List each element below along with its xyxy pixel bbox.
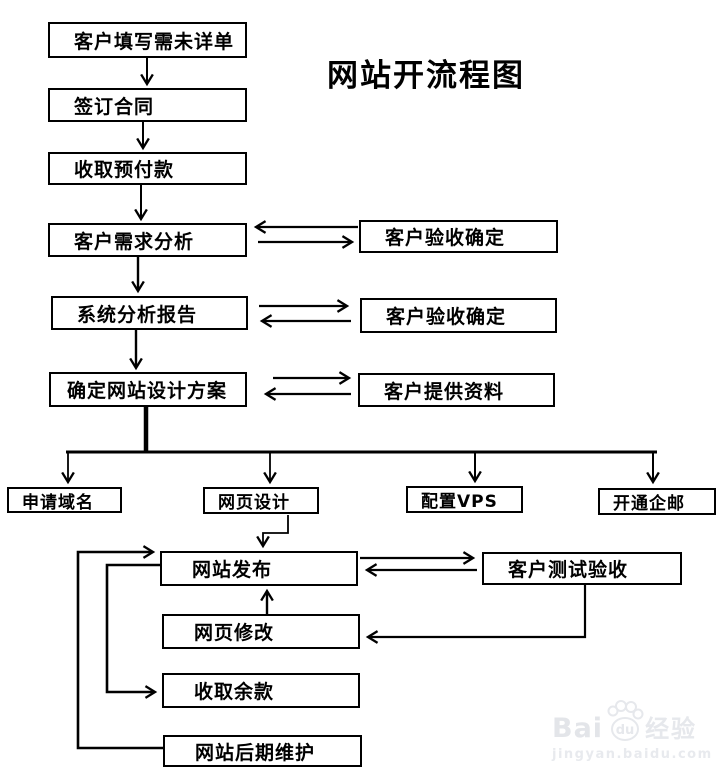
- flow-box-provide-materials: 客户提供资料: [358, 373, 555, 407]
- flow-box-page-modify: 网页修改: [162, 614, 360, 649]
- flow-box-config-vps: 配置VPS: [406, 486, 523, 513]
- watermark-jingyan-text: 经验: [645, 715, 698, 743]
- flow-box-site-publish: 网站发布: [160, 551, 358, 586]
- flow-box-accept-confirm-2: 客户验收确定: [360, 298, 557, 333]
- flow-box-site-maintain: 网站后期维护: [163, 735, 362, 767]
- flow-box-open-email: 开通企邮: [598, 488, 716, 515]
- flow-box-system-report: 系统分析报告: [51, 296, 248, 330]
- flow-box-web-design: 网页设计: [203, 487, 319, 514]
- flow-box-sign-contract: 签订合同: [48, 88, 247, 122]
- flow-box-accept-confirm-1: 客户验收确定: [359, 220, 558, 253]
- watermark-bai-text: Bai: [552, 713, 604, 744]
- flow-box-design-plan: 确定网站设计方案: [49, 372, 247, 407]
- flow-box-collect-balance: 收取余款: [162, 673, 360, 708]
- flow-box-needs-analysis: 客户需求分析: [48, 223, 247, 257]
- flow-box-apply-domain: 申请域名: [7, 487, 122, 513]
- baidu-paw-icon: du: [604, 700, 644, 746]
- watermark-du-text: du: [616, 723, 635, 738]
- watermark-url: jingyan.baidu.com: [552, 747, 713, 762]
- baidu-jingyan-watermark: Bai du 经验 jingyan.baidu.com: [552, 700, 724, 762]
- flow-box-client-test: 客户测试验收: [482, 552, 682, 585]
- page-title: 网站开流程图: [327, 58, 525, 94]
- flow-box-fill-requirements: 客户填写需未详单: [48, 22, 247, 58]
- flow-box-collect-prepay: 收取预付款: [48, 152, 247, 185]
